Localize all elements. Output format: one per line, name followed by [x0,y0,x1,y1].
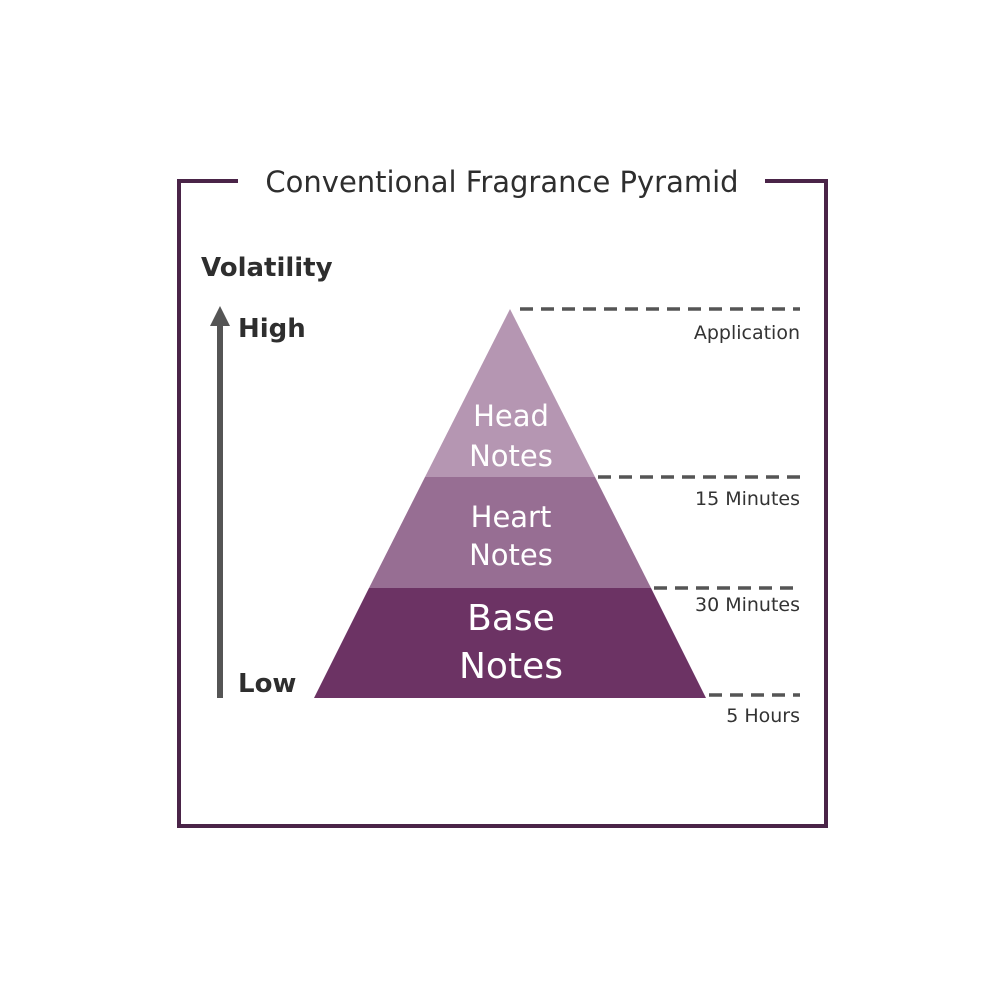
diagram-title: Conventional Fragrance Pyramid [265,165,738,199]
tier-label-base-line2: Notes [459,646,563,687]
time-label-15-minutes: 15 Minutes [695,488,800,510]
tier-label-heart-line1: Heart [471,500,552,534]
tier-label-heart-line2: Notes [469,538,553,572]
time-label-30-minutes: 30 Minutes [695,594,800,616]
axis-high-label: High [238,314,306,344]
pyramid-tier-base [314,588,706,698]
tier-label-head-line2: Notes [469,439,553,473]
time-label-application: Application [694,322,800,344]
frame-border [177,179,828,828]
volatility-arrow [210,306,230,698]
pyramid-tier-heart [369,477,651,588]
axis-title: Volatility [201,253,333,283]
arrow-up-icon [210,306,230,326]
tier-label-head-line1: Head [473,399,549,433]
pyramid-tier-head [425,309,595,477]
time-label-5-hours: 5 Hours [726,705,800,727]
axis-low-label: Low [238,669,296,699]
tier-label-base-line1: Base [467,598,555,639]
